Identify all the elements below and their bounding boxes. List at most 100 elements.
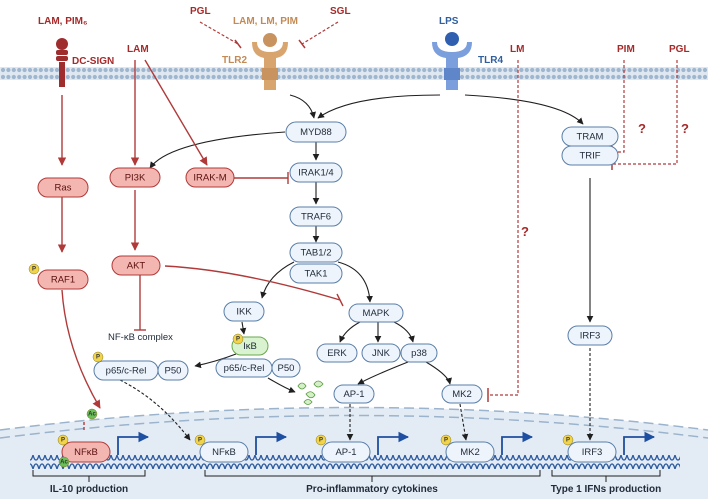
node-jnk: JNK xyxy=(361,343,401,363)
node-p50-cyto-label: P50 xyxy=(278,363,295,374)
membrane-bead xyxy=(384,74,389,80)
membrane-bead xyxy=(125,74,130,80)
membrane-bead xyxy=(659,67,664,73)
membrane-bead xyxy=(314,67,319,73)
membrane-bead xyxy=(114,74,119,80)
ligand-lm: LM xyxy=(510,44,524,55)
membrane-bead xyxy=(465,67,470,73)
membrane-bead xyxy=(341,67,346,73)
membrane-bead xyxy=(551,74,556,80)
membrane-bead xyxy=(71,74,76,80)
membrane-bead xyxy=(238,74,243,80)
membrane-bead xyxy=(427,67,432,73)
node-p50-complex: P50 xyxy=(157,360,189,381)
membrane-bead xyxy=(459,74,465,80)
membrane-bead xyxy=(346,67,351,73)
membrane-bead xyxy=(567,74,573,80)
membrane-bead xyxy=(44,67,49,73)
membrane-bead xyxy=(108,74,114,80)
raf1-phospho: P xyxy=(32,266,36,272)
membrane-bead xyxy=(519,67,524,73)
membrane-bead xyxy=(697,74,702,80)
membrane-bead xyxy=(519,74,524,80)
membrane-bead xyxy=(233,74,238,80)
membrane-bead xyxy=(476,67,481,73)
membrane-bead xyxy=(195,74,200,80)
membrane-bead xyxy=(378,74,384,80)
membrane-bead xyxy=(432,74,438,80)
membrane-bead xyxy=(17,67,22,73)
node-p38-label: p38 xyxy=(411,348,427,359)
membrane-bead xyxy=(665,74,670,80)
membrane-bead xyxy=(308,67,313,73)
node-tab12-label: TAB1/2 xyxy=(301,248,332,259)
membrane-bead xyxy=(632,67,637,73)
membrane-bead xyxy=(438,67,443,73)
membrane-bead xyxy=(422,67,427,73)
membrane-bead xyxy=(206,74,211,80)
membrane-bead xyxy=(503,67,508,73)
membrane-bead xyxy=(530,74,535,80)
membrane-bead xyxy=(638,74,643,80)
membrane-bead xyxy=(551,67,556,73)
membrane-bead xyxy=(470,67,475,73)
dc-sign-receptor xyxy=(56,38,68,87)
membrane-bead xyxy=(389,74,394,80)
membrane-bead xyxy=(65,74,70,80)
il10-output: IL-10 production xyxy=(50,484,128,495)
tlr2-label: TLR2 xyxy=(222,55,247,66)
membrane-bead xyxy=(38,74,43,80)
pgl-question: ? xyxy=(681,121,689,136)
membrane-bead xyxy=(459,67,465,73)
pgl-inhibit-edge xyxy=(199,21,239,45)
membrane-bead xyxy=(503,74,508,80)
membrane-bead xyxy=(686,74,691,80)
membrane-bead xyxy=(368,74,373,80)
membrane-bead xyxy=(605,67,610,73)
membrane-bead xyxy=(508,67,513,73)
nfkb-complex-phospho-circle xyxy=(92,351,104,363)
membrane-bead xyxy=(594,74,600,80)
nuc-nfkb-red-acetyl: Ac xyxy=(60,459,68,465)
node-traf6-label: TRAF6 xyxy=(301,212,331,223)
membrane-bead xyxy=(222,67,227,73)
acetyl-cyto-circle xyxy=(86,408,98,420)
membrane-bead xyxy=(222,74,227,80)
membrane-bead xyxy=(427,74,432,80)
node-mapk-label: MAPK xyxy=(363,308,391,319)
membrane-bead xyxy=(400,67,405,73)
membrane-bead xyxy=(616,67,621,73)
membrane-bead xyxy=(535,67,540,73)
membrane-bead xyxy=(643,74,648,80)
membrane-bead xyxy=(211,67,216,73)
membrane-bead xyxy=(141,74,146,80)
membrane-bead xyxy=(54,74,60,80)
node-p65-complex-label: p65/c-Rel xyxy=(106,366,147,377)
ifn-output: Type 1 IFNs production xyxy=(551,484,661,495)
membrane-bead xyxy=(130,67,135,73)
nuc-nfkb-red-label: NFκB xyxy=(74,447,98,458)
membrane-bead xyxy=(486,74,492,80)
membrane-bead xyxy=(654,67,659,73)
ligand-pgl-top: PGL xyxy=(190,6,211,17)
membrane-bead xyxy=(162,67,168,73)
membrane-bead xyxy=(103,67,108,73)
membrane-bead xyxy=(405,74,411,80)
membrane-bead xyxy=(330,74,335,80)
membrane-bead xyxy=(135,74,141,80)
sgl-inhibit-edge xyxy=(301,21,339,45)
degradation-fragments-icon xyxy=(297,380,324,405)
membrane-bead xyxy=(513,67,519,73)
cell-membrane xyxy=(0,67,708,80)
node-tram: TRAM xyxy=(561,126,619,147)
membrane-bead xyxy=(44,74,49,80)
node-ras: Ras xyxy=(37,177,89,198)
node-p65-cyto-label: p65/c-Rel xyxy=(224,363,265,374)
membrane-bead xyxy=(351,67,357,73)
node-mk2: MK2 xyxy=(441,384,483,404)
membrane-bead xyxy=(373,74,378,80)
membrane-bead xyxy=(357,67,362,73)
membrane-bead xyxy=(76,74,81,80)
membrane-bead xyxy=(0,67,6,73)
